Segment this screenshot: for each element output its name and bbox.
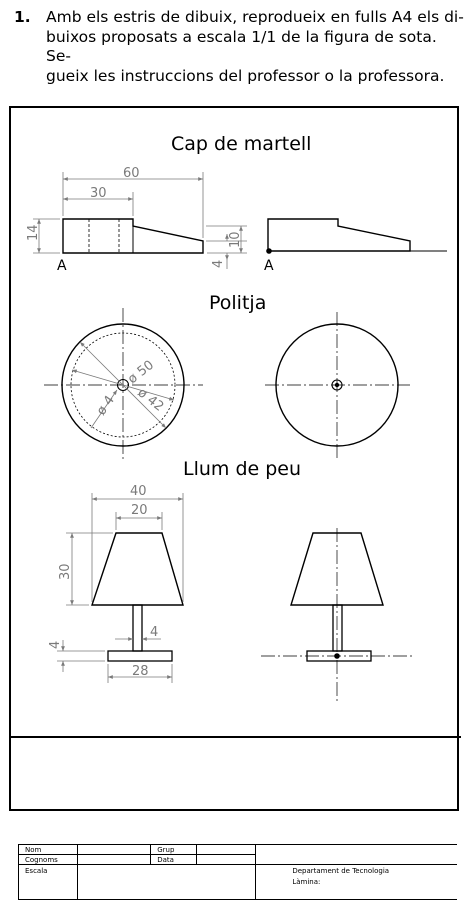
dim-10: 10 <box>228 231 243 248</box>
dim-4: 4 <box>150 625 158 640</box>
escala-label: Escala <box>18 864 78 900</box>
lamp-dimension-labels: 40 20 30 4 4 28 <box>48 484 158 679</box>
data-field[interactable] <box>196 854 257 865</box>
dim-4: ø 4 <box>94 393 118 418</box>
department-label: Departament de Tecnologia <box>292 867 390 875</box>
data-label: Data <box>150 854 198 865</box>
dim-60: 60 <box>123 166 140 181</box>
dim-50: ø 50 <box>125 358 157 387</box>
grup-field[interactable] <box>196 844 257 855</box>
title-block: Nom Grup Cognoms Data Escala Departament… <box>18 844 457 900</box>
instructions-line: buixos proposats a escala 1/1 de la figu… <box>46 27 437 66</box>
point-a-label: A <box>57 258 67 274</box>
department-cell: Departament de Tecnologia Làmina: <box>255 864 457 900</box>
pulley-front-view <box>44 308 203 461</box>
lamina-label: Làmina: <box>292 878 321 886</box>
dim-30: 30 <box>58 563 73 580</box>
instructions-text: Amb els estris de dibuix, reprodueix en … <box>46 8 466 86</box>
pulley-title: Politja <box>209 292 267 314</box>
pulley-side-view <box>265 312 410 458</box>
dim-28: 28 <box>132 664 149 679</box>
pulley-dimensions <box>71 341 175 429</box>
dim-40: 40 <box>130 484 147 499</box>
hammer-front-view <box>62 218 204 254</box>
dim-14: 14 <box>26 224 41 241</box>
escala-field[interactable] <box>76 864 257 900</box>
cognoms-field[interactable] <box>76 854 152 865</box>
technical-drawings: 60 30 14 10 4 A A ø 50 ø 42 <box>11 166 461 738</box>
point-a-label: A <box>264 258 274 274</box>
nom-field[interactable] <box>76 844 152 855</box>
dim-42: ø 42 <box>135 385 167 414</box>
dim-30: 30 <box>90 186 107 201</box>
instructions-line: Amb els estris de dibuix, reprodueix en … <box>46 8 464 26</box>
exercise-number: 1. <box>14 8 31 26</box>
lamp-title: Llum de peu <box>183 458 302 480</box>
dim-4: 4 <box>48 641 63 649</box>
lamp-side-view <box>261 528 413 703</box>
dim-4: 4 <box>211 260 226 268</box>
lamp-dimensions <box>57 493 184 683</box>
hammer-title: Cap de martell <box>171 133 312 155</box>
instructions-line: gueix les instruccions del professor o l… <box>46 66 445 85</box>
hammer-dimension-labels: 60 30 14 10 4 A <box>26 166 243 274</box>
lamp-front-view <box>91 532 184 662</box>
drawing-sheet: Cap de martell Politja Llum de peu <box>9 106 461 900</box>
nom-label: Nom <box>18 844 78 855</box>
title-block-blank <box>255 844 457 865</box>
grup-label: Grup <box>150 844 198 855</box>
dim-20: 20 <box>131 503 148 518</box>
hammer-dimensions <box>33 172 247 269</box>
cognoms-label: Cognoms <box>18 854 78 865</box>
hammer-side-view: A <box>264 218 447 274</box>
